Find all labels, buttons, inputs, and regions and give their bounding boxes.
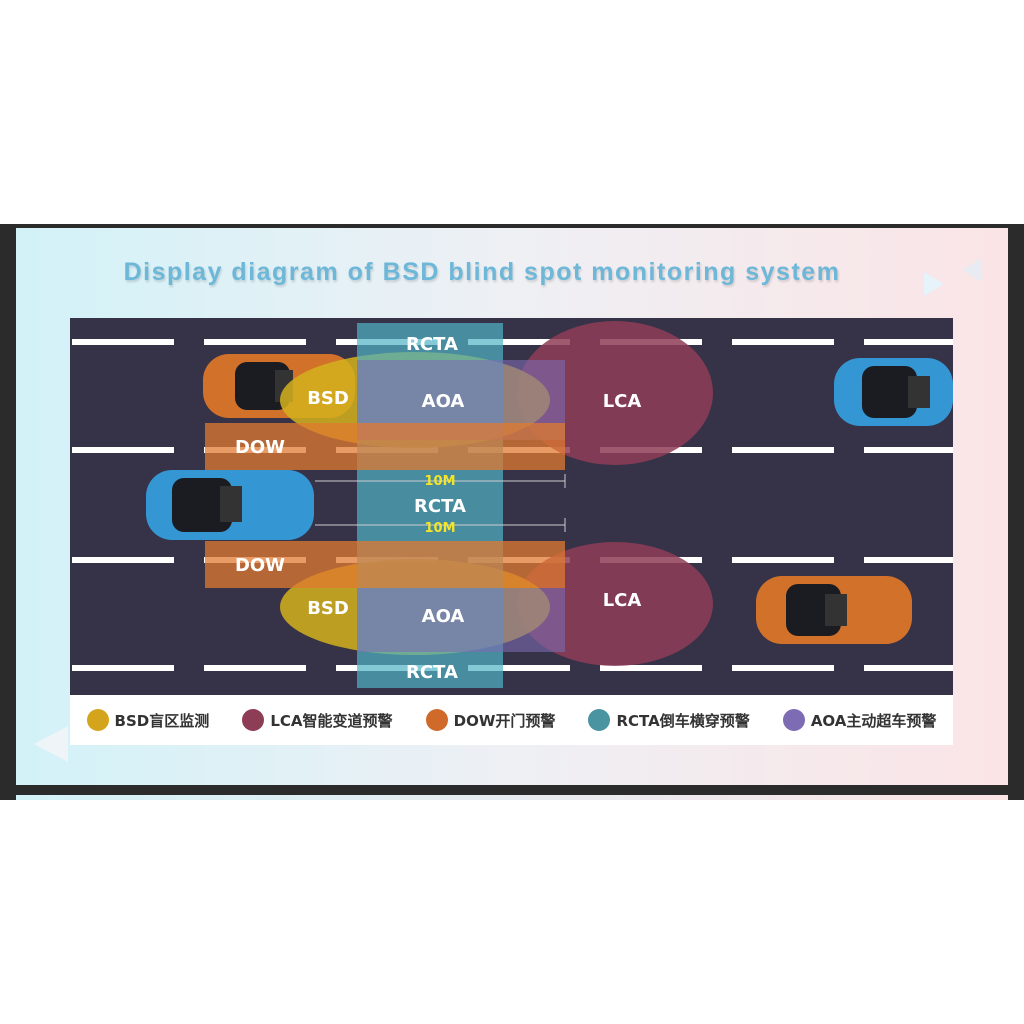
legend-dot (242, 709, 265, 731)
legend-item-dow: DOW开门预警 (425, 709, 556, 731)
dow-label: DOW (235, 437, 285, 458)
aoa-label: AOA (422, 606, 465, 627)
legend-dot (588, 709, 611, 731)
lane-dash (864, 557, 953, 563)
lane-dash (864, 339, 953, 345)
car-blue-center (146, 470, 314, 540)
rcta-label: RCTA (406, 334, 458, 355)
lca-zone-bottom (517, 542, 713, 666)
dow-zone-top (205, 423, 565, 470)
triangle-decoration (924, 272, 944, 296)
legend-label: DOW开门预警 (453, 711, 556, 730)
rcta-label: RCTA (414, 496, 466, 517)
legend-label: LCA智能变道预警 (270, 711, 393, 730)
legend-label: AOA主动超车预警 (810, 711, 937, 730)
lane-dash (72, 557, 174, 563)
lane-dash (468, 339, 570, 345)
dow-zone-bottom (205, 541, 565, 588)
legend-dot (782, 709, 805, 731)
legend: BSD盲区监测 LCA智能变道预警 DOW开门预警 RCTA倒车横穿预警 AOA… (70, 695, 953, 745)
lca-label: LCA (603, 590, 642, 611)
legend-item-lca: LCA智能变道预警 (242, 709, 393, 731)
rcta-label: RCTA (406, 662, 458, 683)
lane-dash (732, 339, 834, 345)
distance-marker (315, 474, 566, 532)
legend-label: BSD盲区监测 (114, 711, 210, 730)
distance-label: 10M (424, 521, 455, 536)
legend-item-aoa: AOA主动超车预警 (782, 709, 937, 731)
aoa-label: AOA (422, 391, 465, 412)
triangle-decoration (34, 726, 68, 762)
legend-item-rcta: RCTA倒车横穿预警 (588, 709, 750, 731)
lane-dash (600, 665, 702, 671)
legend-item-bsd: BSD盲区监测 (86, 709, 210, 731)
legend-dot (425, 709, 448, 731)
road-diagram: 10M 10M RCTA RCTA RCTA AOA AOA LCA LCA B… (70, 318, 953, 695)
lane-dash (72, 447, 174, 453)
bsd-label: BSD (307, 598, 349, 619)
lca-zone-top (517, 321, 713, 465)
lane-dash (732, 665, 834, 671)
bsd-label: BSD (307, 388, 349, 409)
next-slide-edge (16, 795, 1008, 800)
lane-dash (732, 447, 834, 453)
car-blue-top-right (834, 358, 953, 426)
lane-dash (732, 557, 834, 563)
lane-dash (204, 665, 306, 671)
lane-dash (864, 447, 953, 453)
legend-dot (86, 709, 109, 731)
lane-dash (204, 339, 306, 345)
lane-dash (72, 339, 174, 345)
distance-label: 10M (424, 474, 455, 489)
lca-label: LCA (603, 391, 642, 412)
lane-dash (864, 665, 953, 671)
legend-label: RCTA倒车横穿预警 (616, 711, 750, 730)
aoa-zone-bottom (357, 588, 565, 652)
page-title: Display diagram of BSD blind spot monito… (123, 258, 841, 286)
dow-label: DOW (235, 555, 285, 576)
lane-dash (72, 665, 174, 671)
car-orange-bottom-right (756, 576, 912, 644)
triangle-decoration (962, 258, 982, 282)
lane-dash (468, 665, 570, 671)
